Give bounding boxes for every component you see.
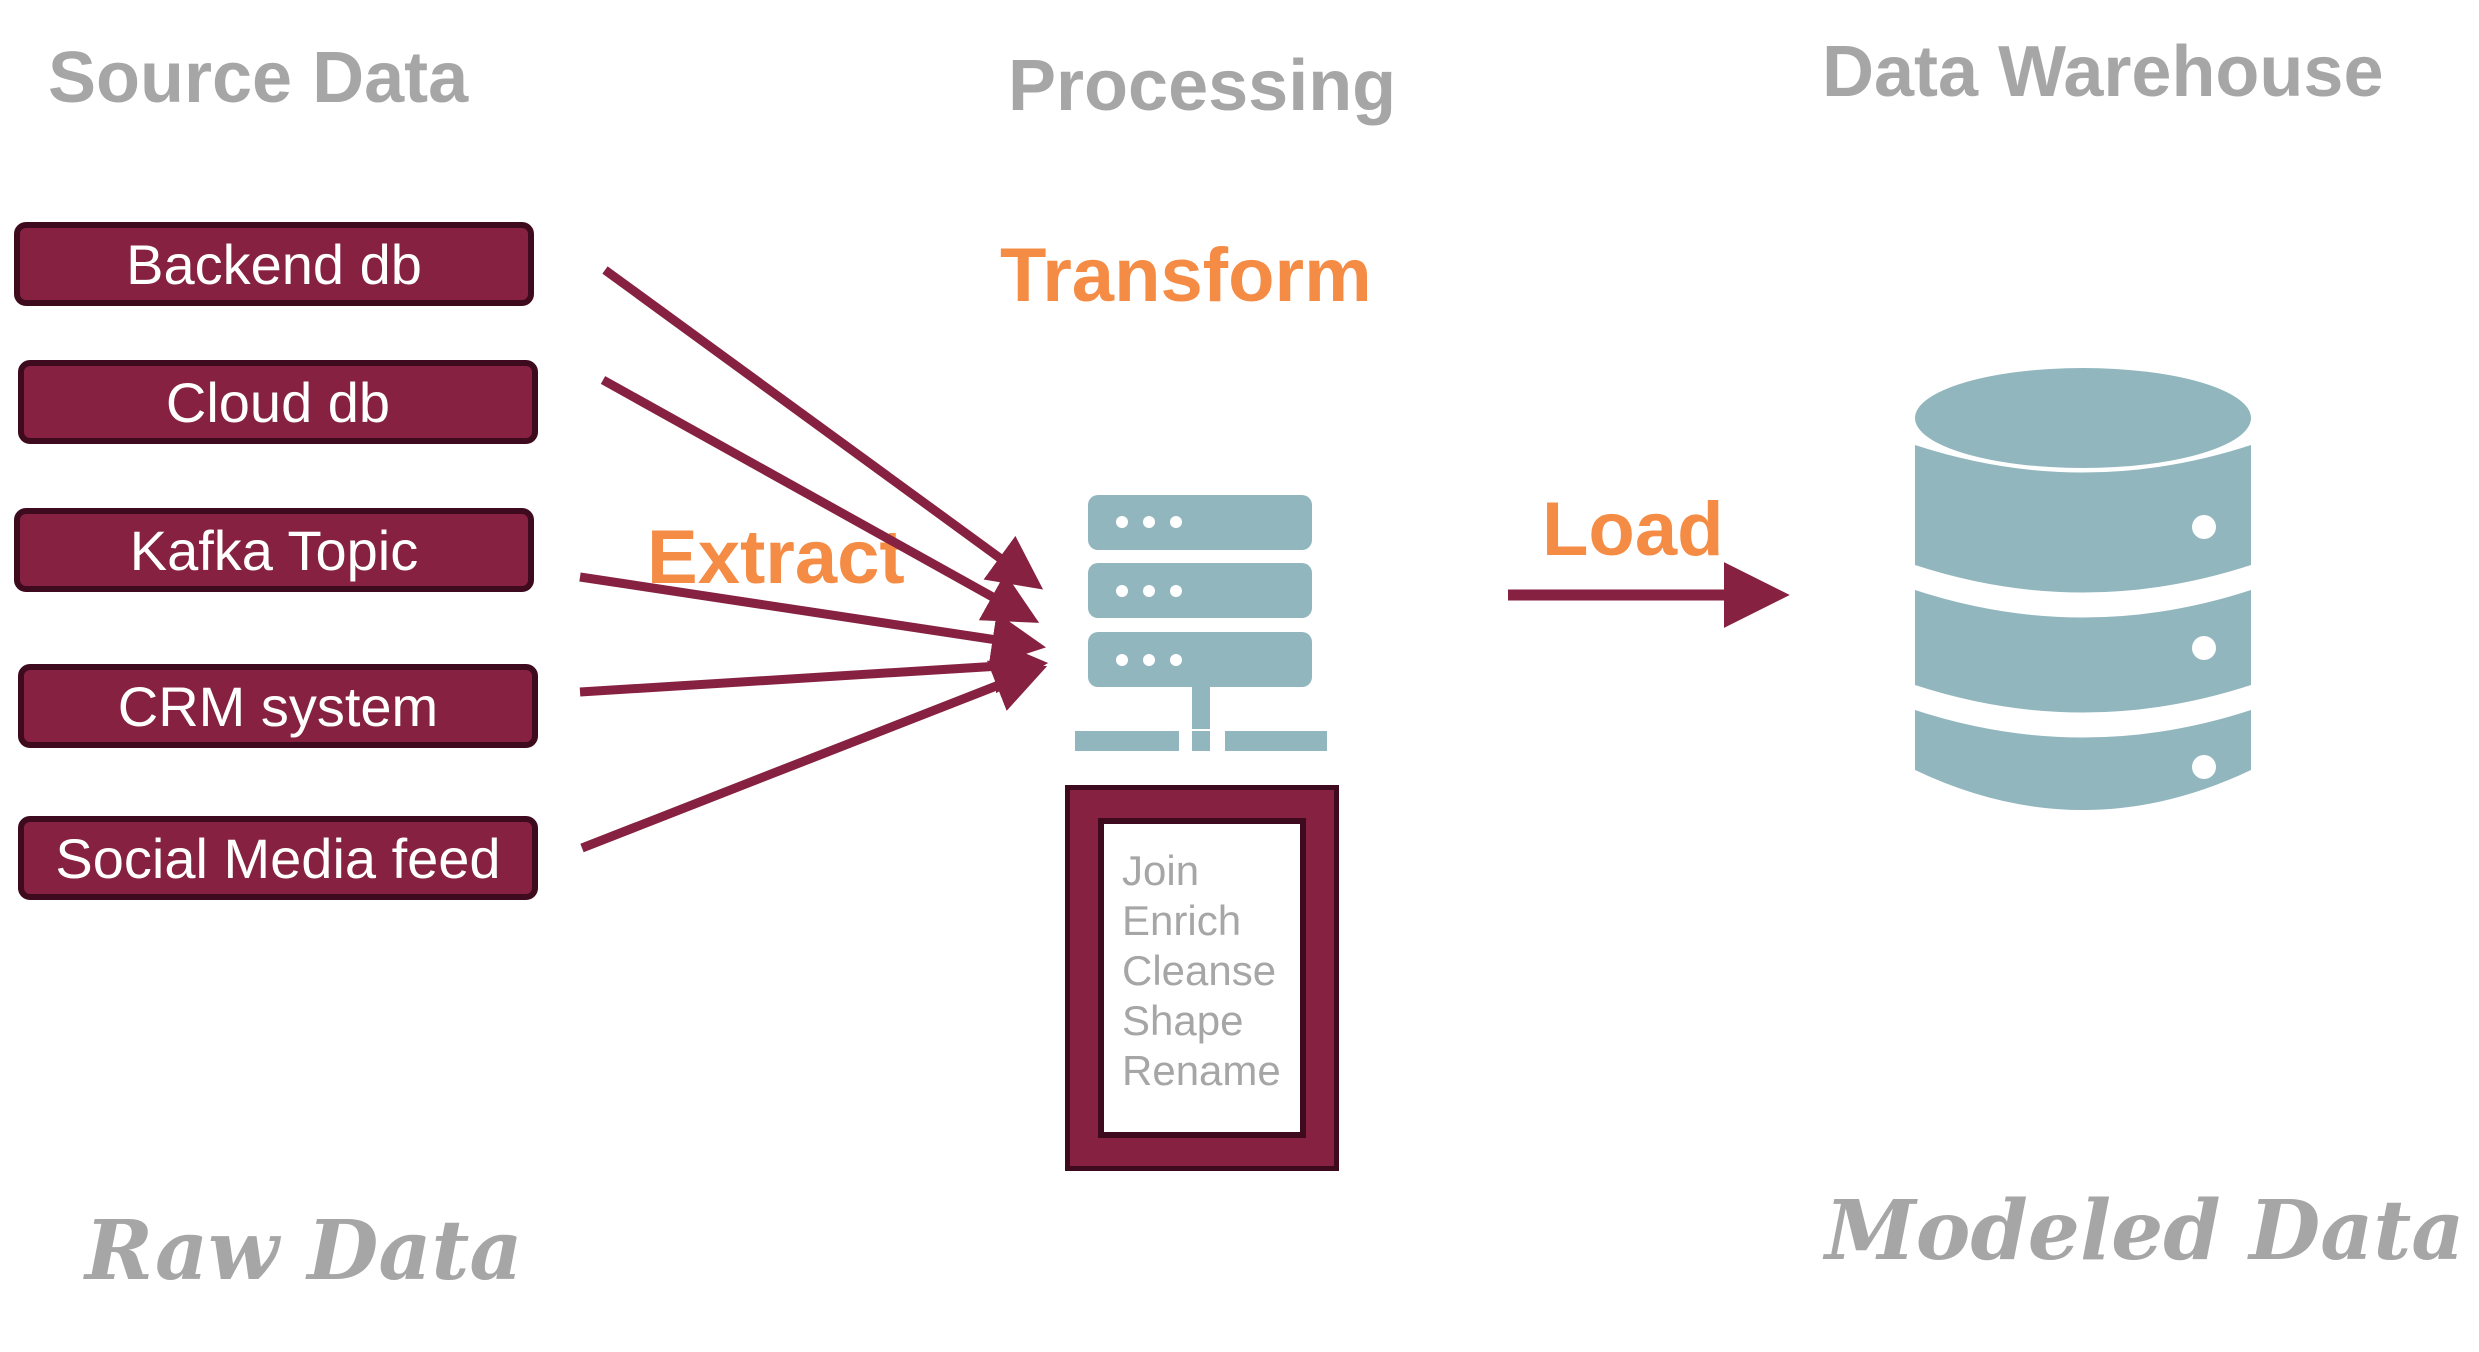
transform-step: Enrich (1122, 897, 1242, 944)
extract-arrow-cloud-db (600, 376, 1040, 623)
extract-arrow-crm-system (579, 639, 1049, 697)
heading-source-data: Source Data (48, 38, 469, 118)
extract-arrow-social-media-feed (580, 660, 1048, 853)
source-label: Social Media feed (55, 826, 501, 890)
source-label: Kafka Topic (129, 518, 419, 582)
database-icon (1915, 368, 2251, 810)
server-icon (1075, 495, 1327, 751)
source-box-backend-db: Backend db (14, 222, 534, 306)
footer-raw-data: Raw Data (85, 1203, 523, 1299)
source-box-social-media-feed: Social Media feed (18, 816, 538, 900)
transform-step: Rename (1122, 1047, 1281, 1094)
source-label: Backend db (126, 232, 422, 296)
stage-extract-label: Extract (647, 515, 905, 600)
source-box-cloud-db: Cloud db (18, 360, 538, 444)
extract-arrow-backend-db (602, 266, 1044, 590)
source-box-crm-system: CRM system (18, 664, 538, 748)
footer-modeled-data: Modeled Data (1825, 1183, 2465, 1279)
heading-processing: Processing (1008, 46, 1397, 126)
transform-step: Join (1122, 847, 1200, 894)
heading-data-warehouse: Data Warehouse (1822, 32, 2384, 112)
source-label: Cloud db (165, 370, 391, 434)
transform-step: Shape (1122, 997, 1244, 1044)
transform-step: Cleanse (1122, 947, 1277, 994)
stage-load-label: Load (1542, 487, 1724, 572)
extract-arrow-kafka-topic (579, 572, 1047, 667)
source-label: CRM system (117, 674, 439, 738)
stage-transform-label: Transform (1000, 233, 1372, 318)
source-box-kafka-topic: Kafka Topic (14, 508, 534, 592)
transform-steps-list: Join Enrich Cleanse Shape Rename (1098, 818, 1306, 1138)
transform-steps-panel: Join Enrich Cleanse Shape Rename (1065, 785, 1339, 1171)
